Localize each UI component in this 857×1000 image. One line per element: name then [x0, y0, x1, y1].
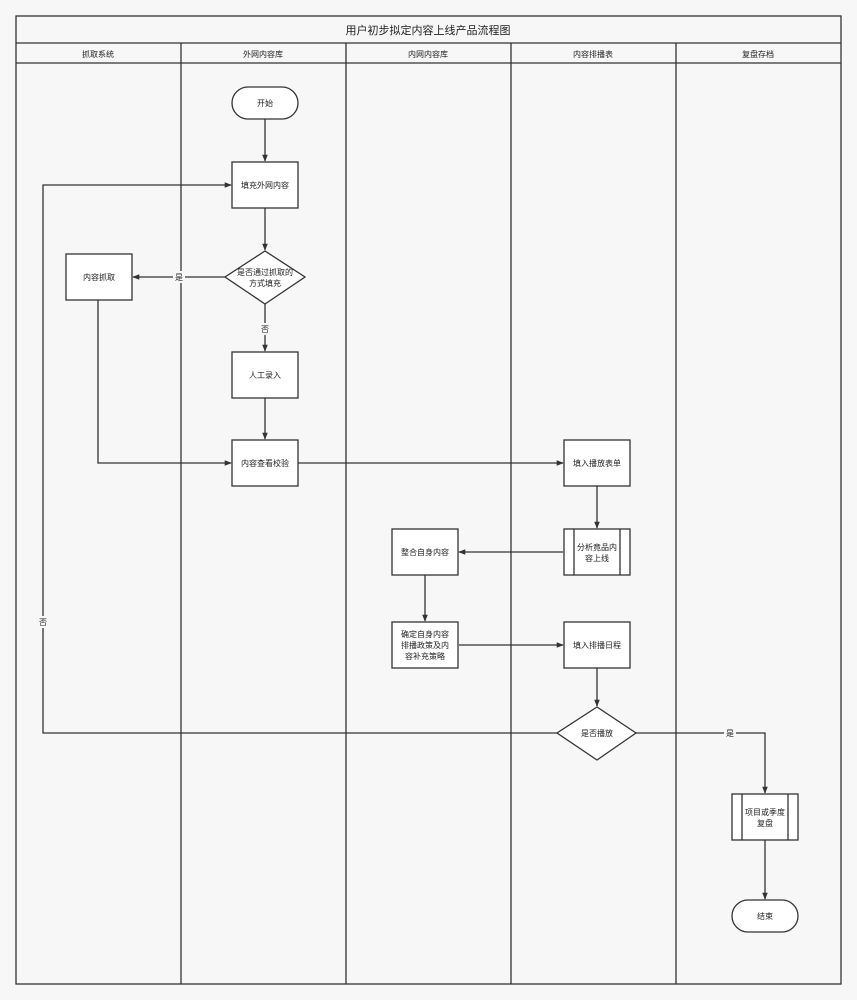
node-decision-play-label: 是否播放 — [581, 728, 613, 738]
node-schedule-date: 填入排播日程 — [563, 621, 631, 669]
node-analyze-label-2: 容上线 — [585, 553, 609, 563]
node-decision-crawl-label-2: 方式填充 — [249, 278, 281, 288]
node-analyze: 分析竟品内 容上线 — [563, 528, 631, 576]
edge-label-bg-yes-1 — [173, 271, 185, 283]
node-review-label-2: 复盘 — [757, 818, 773, 828]
edge-label-bg-yes-2 — [724, 727, 736, 739]
node-check-label: 内容查看校验 — [241, 458, 289, 468]
node-start-label: 开始 — [257, 98, 273, 108]
node-manual-entry: 人工录入 — [231, 351, 299, 399]
edge-decision-to-fill-loop — [42, 182, 557, 734]
lane-header-archive: 复盘存档 — [742, 49, 774, 59]
node-start: 开始 — [231, 86, 299, 120]
node-schedule-date-label: 填入排播日程 — [573, 640, 621, 650]
edge-label-no-loop: 否 — [39, 618, 47, 627]
node-review-label-1: 项目或季度 — [745, 807, 785, 817]
edge-label-bg-no-1 — [259, 323, 271, 335]
node-decision-crawl: 是否通过抓取的 方式填充 — [223, 250, 307, 305]
node-strategy-label-1: 确定自身内容 — [401, 629, 449, 639]
node-decision-crawl-label-1: 是否通过抓取的 — [237, 267, 293, 277]
edges — [42, 119, 768, 900]
node-strategy: 确定自身内容 排播政策及内 容补充策略 — [391, 621, 459, 669]
node-fill-form-label: 填入播放表单 — [573, 458, 621, 468]
node-integrate-label: 整合自身内容 — [401, 547, 449, 557]
node-end-label: 结束 — [757, 911, 773, 921]
node-analyze-label-1: 分析竟品内 — [577, 542, 617, 552]
node-fill-external-label: 填充外网内容 — [241, 180, 289, 190]
edge-label-yes-crawl: 是 — [175, 273, 183, 282]
lane-header-crawl: 抓取系统 — [82, 49, 114, 59]
edge-decision-to-review — [636, 732, 768, 794]
node-content-crawl: 内容抓取 — [65, 253, 133, 301]
pool-frame — [15, 15, 842, 985]
edge-label-bg-no-2 — [37, 616, 49, 628]
node-integrate: 整合自身内容 — [391, 528, 459, 576]
node-decision-play: 是否播放 — [555, 706, 638, 761]
node-strategy-label-3: 容补充策略 — [405, 651, 445, 661]
node-check: 内容查看校验 — [231, 439, 299, 487]
edge-crawl-to-check — [97, 300, 232, 466]
node-manual-entry-label: 人工录入 — [249, 371, 281, 380]
node-fill-external: 填充外网内容 — [231, 161, 299, 209]
edge-label-no-manual: 否 — [261, 325, 269, 334]
edge-label-yes-review: 是 — [726, 729, 734, 738]
lane-header-external: 外网内容库 — [243, 49, 283, 59]
diagram-title: 用户初步拟定内容上线产品流程图 — [346, 23, 511, 37]
lane-header-internal: 内网内容库 — [408, 49, 448, 59]
node-fill-form: 填入播放表单 — [563, 439, 631, 487]
node-content-crawl-label: 内容抓取 — [83, 272, 115, 282]
node-review: 项目或季度 复盘 — [731, 793, 799, 841]
node-strategy-label-2: 排播政策及内 — [401, 640, 449, 650]
node-end: 结束 — [731, 899, 799, 933]
lane-header-schedule: 内容排播表 — [573, 49, 613, 59]
